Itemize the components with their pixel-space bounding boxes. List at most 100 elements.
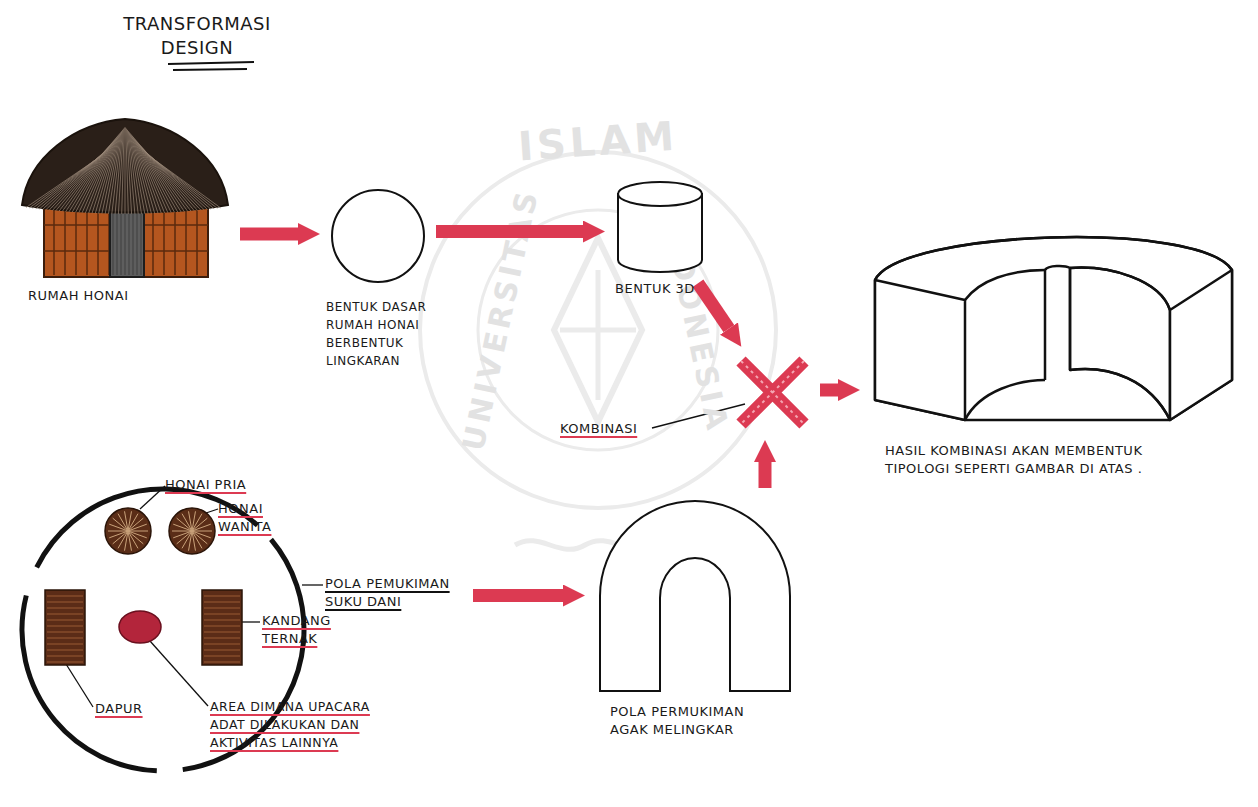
block-arrow xyxy=(820,384,838,397)
hut-thatch xyxy=(173,531,192,538)
block-arrow xyxy=(436,225,583,238)
hut-circle xyxy=(105,508,151,554)
title-underline xyxy=(168,62,254,64)
hut-circle xyxy=(169,508,215,554)
hut-thatch xyxy=(189,511,192,531)
building-node: DAPUR xyxy=(45,590,85,665)
watermark-logo xyxy=(420,152,776,549)
cylinder-top xyxy=(618,182,702,206)
thatch-stroke xyxy=(137,142,174,213)
node-label: BENTUK 3D xyxy=(615,280,695,298)
building-hatch xyxy=(47,607,83,608)
node-label: RUMAH HONAI xyxy=(28,287,188,305)
building-hatch xyxy=(47,613,83,614)
hut-thatch xyxy=(177,531,192,544)
building-hatch xyxy=(47,595,83,596)
thatch-stroke xyxy=(112,131,122,214)
building-hatch xyxy=(47,661,83,662)
circle-outline xyxy=(332,190,424,282)
node-label: POLA PERMUKIMAN AGAK MELINGKAR xyxy=(610,703,780,739)
hut-thatch xyxy=(128,518,143,531)
watermark-text: UNIVERSITAS xyxy=(455,192,544,454)
building-node: KANDANG TERNAK xyxy=(202,590,242,665)
building-hatch xyxy=(204,649,240,650)
hut-thatch xyxy=(192,518,207,531)
typology-rim xyxy=(875,237,1232,280)
building-hatch xyxy=(47,619,83,620)
typology-result-shape xyxy=(870,220,1240,425)
settlement-pattern: POLA PEMUKIMAN SUKU DANIHONAI PRIAHONAI … xyxy=(18,485,308,775)
leader-line xyxy=(66,664,93,707)
building-node-shape xyxy=(202,590,242,665)
building-hatch xyxy=(204,631,240,632)
building-hatch xyxy=(47,649,83,650)
watermark-text: ISLAM xyxy=(472,109,725,172)
combine-node: KOMBINASI xyxy=(735,355,810,430)
hut-node-shape xyxy=(104,507,152,555)
settlement-ring xyxy=(0,431,362,807)
building-hatch xyxy=(204,661,240,662)
cross-hatch xyxy=(741,361,804,424)
hut-thatch xyxy=(109,531,128,538)
leader-line xyxy=(302,584,323,585)
thatch-stroke xyxy=(99,135,119,214)
hut-thatch xyxy=(108,531,128,532)
building-rect xyxy=(45,590,85,665)
hut-thatch xyxy=(192,524,211,531)
building-hatch xyxy=(204,655,240,656)
hut-thatch xyxy=(125,511,128,531)
building-hatch xyxy=(204,643,240,644)
typology-rim xyxy=(1070,268,1170,310)
thatch-stroke xyxy=(115,130,122,214)
cylinder-form-shape xyxy=(615,180,705,275)
typology-wall xyxy=(965,369,1170,420)
node-label: HONAI PRIA xyxy=(165,476,285,494)
diagram-title: TRANSFORMASI DESIGN xyxy=(112,12,282,60)
honai-house-shape xyxy=(20,115,230,280)
building-hatch xyxy=(47,625,83,626)
hut-thatch xyxy=(113,531,128,544)
node-label: DAPUR xyxy=(95,700,175,718)
node-label: KANDANG TERNAK xyxy=(262,612,342,648)
building-hatch xyxy=(204,637,240,638)
hut-node: HONAI WANITA xyxy=(168,507,216,555)
thatch-stroke xyxy=(133,137,158,213)
thatch-stroke xyxy=(149,156,221,208)
typology-result: HASIL KOMBINASI AKAN MEMBENTUK TIPOLOGI … xyxy=(870,220,1240,425)
node-label: HONAI WANITA xyxy=(218,500,284,536)
thatch-stroke xyxy=(125,127,126,214)
block-arrow xyxy=(240,228,298,241)
watermark-ring xyxy=(420,152,776,508)
block-arrow xyxy=(759,462,772,488)
node-label: HASIL KOMBINASI AKAN MEMBENTUK TIPOLOGI … xyxy=(885,442,1145,478)
honai-house: RUMAH HONAI xyxy=(20,115,230,280)
thatch-stroke xyxy=(105,133,120,214)
arch-pattern: POLA PERMUKIMAN AGAK MELINGKAR xyxy=(595,498,795,693)
combine-cross xyxy=(741,361,804,424)
block-arrow xyxy=(698,283,729,328)
arch-outline xyxy=(600,501,790,691)
building-hatch xyxy=(204,601,240,602)
ceremony-node: AREA DIMANA UPACARA ADAT DILAKUKAN DAN A… xyxy=(118,610,162,644)
hut-node: HONAI PRIA xyxy=(104,507,152,555)
hut-thatch xyxy=(128,524,147,531)
typology-slot xyxy=(1045,266,1070,380)
building-hatch xyxy=(47,601,83,602)
building-hatch xyxy=(47,631,83,632)
hut-thatch xyxy=(192,531,212,532)
hut-thatch xyxy=(128,531,148,532)
hut-node-shape xyxy=(168,507,216,555)
node-label: KOMBINASI xyxy=(560,420,660,438)
hut-thatch xyxy=(192,531,195,551)
basic-circle: BENTUK DASAR RUMAH HONAI BERBENTUK LINGK… xyxy=(330,188,426,284)
title-underline xyxy=(168,62,254,70)
hut-thatch xyxy=(172,531,192,532)
thatch-stroke xyxy=(118,129,123,214)
title-underline xyxy=(173,69,247,70)
basic-circle-shape xyxy=(330,188,426,284)
building-hatch xyxy=(47,643,83,644)
arch-pattern-shape xyxy=(595,498,795,693)
building-hatch xyxy=(204,613,240,614)
typology-rim xyxy=(965,270,1045,300)
building-node-shape xyxy=(45,590,85,665)
